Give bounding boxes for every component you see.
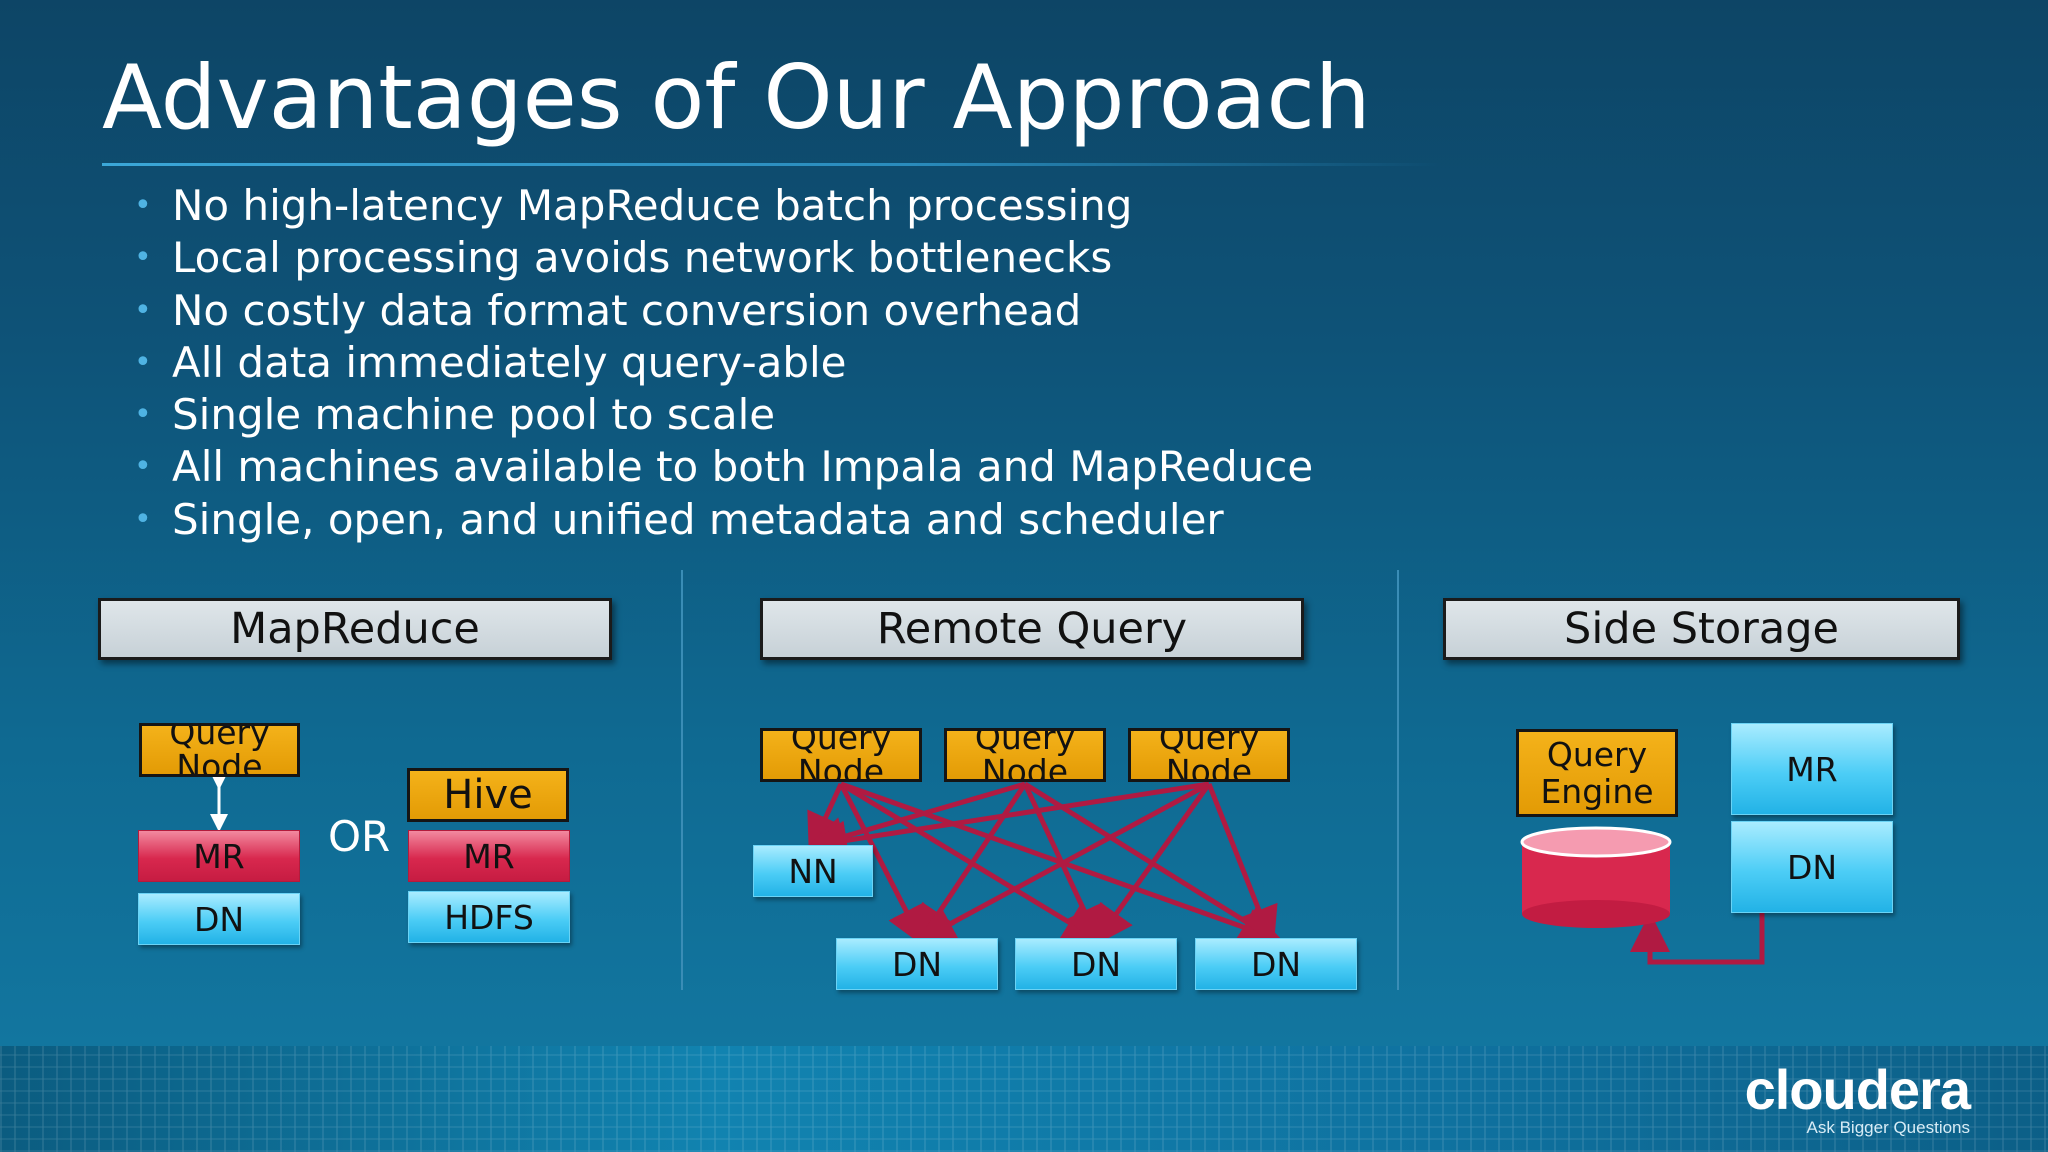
remote-query-node-2: Query Node [944, 728, 1106, 782]
hive-mr-box: MR [408, 830, 570, 882]
bullet-dot-icon: • [134, 292, 152, 328]
bullet-dot-icon: • [134, 188, 152, 223]
footer-band [0, 1046, 2048, 1152]
or-label: OR [328, 812, 391, 861]
remote-dn-box-2: DN [1015, 938, 1177, 990]
cloudera-logo: cloudera Ask Bigger Questions [1744, 1058, 1971, 1138]
bullet-text: All machines available to both Impala an… [172, 442, 1314, 492]
side-query-engine: Query Engine [1516, 729, 1678, 817]
section-divider [1397, 570, 1399, 990]
remote-query-node-3: Query Node [1128, 728, 1290, 782]
mapreduce-section-label: MapReduce [98, 598, 612, 660]
arrow-qn2-dn3 [1023, 781, 1281, 944]
logo-wordmark: cloudera [1744, 1058, 1971, 1121]
bullet-item: • All data immediately query-able [130, 337, 1313, 389]
bullet-dot-icon: • [134, 449, 152, 485]
bullet-dot-icon: • [134, 397, 152, 433]
bullet-list: • No high-latency MapReduce batch process… [130, 180, 1313, 546]
arrow-qn2-dn2 [1022, 782, 1103, 948]
side-mr-box: MR [1731, 723, 1893, 815]
bullet-text: No high-latency MapReduce batch processi… [172, 181, 1133, 230]
bullet-text: No costly data format conversion overhea… [172, 285, 1082, 335]
arrow-qn3-dn1 [915, 781, 1211, 943]
hive-box: Hive [407, 768, 569, 822]
remote-query-node-1: Query Node [760, 728, 922, 782]
bullet-item: • All machines available to both Impala a… [130, 441, 1313, 493]
remote-query-arrows [805, 781, 1284, 948]
bullet-text: Single machine pool to scale [172, 390, 776, 440]
side-dn-box: DN [1731, 821, 1893, 913]
arrow-qn3-dn3 [1206, 783, 1278, 948]
storage-cylinder-icon [1520, 826, 1672, 928]
arrow-qn3-nn [807, 781, 1210, 861]
hdfs-box: HDFS [408, 891, 570, 943]
logo-tagline: Ask Bigger Questions [1806, 1118, 1970, 1137]
arrow-qn1-nn [807, 782, 844, 855]
arrow-dn-to-storage [1630, 912, 1765, 965]
remote-nn-box: NN [753, 845, 873, 897]
slide-title: Advantages of Our Approach [102, 46, 1371, 149]
bullet-text: Single, open, and unified metadata and s… [172, 494, 1224, 544]
mapreduce-mr-box: MR [138, 830, 300, 882]
title-underline [102, 163, 1442, 166]
mapreduce-query-node: Query Node [139, 723, 300, 777]
remote-dn-box-3: DN [1195, 938, 1357, 990]
arrow-qn1-dn2 [839, 781, 1104, 944]
bullet-item: • Local processing avoids network bottlen… [130, 232, 1313, 284]
remote-query-section-label: Remote Query [760, 598, 1304, 660]
arrow-qn3-dn2 [1093, 782, 1212, 947]
mapreduce-dn-box: DN [138, 893, 300, 945]
arrow-qn1-dn1 [838, 782, 925, 947]
bullet-text: Local processing avoids network bottlene… [172, 233, 1113, 283]
bullet-item: • No high-latency MapReduce batch process… [130, 180, 1313, 232]
bullet-dot-icon: • [134, 501, 152, 537]
bullet-text: All data immediately query-able [172, 337, 847, 387]
bullet-dot-icon: • [134, 344, 152, 380]
bullet-item: • Single, open, and unified metadata and … [130, 494, 1313, 546]
bullet-item: • Single machine pool to scale [130, 389, 1313, 441]
section-divider [681, 570, 683, 990]
footer-pattern [0, 1046, 2048, 1152]
side-storage-section-label: Side Storage [1443, 598, 1960, 660]
arrow-qn1-dn3 [840, 781, 1284, 947]
bullet-item: • No costly data format conversion overhe… [130, 285, 1313, 337]
remote-dn-box-1: DN [836, 938, 998, 990]
bullet-dot-icon: • [134, 240, 152, 276]
